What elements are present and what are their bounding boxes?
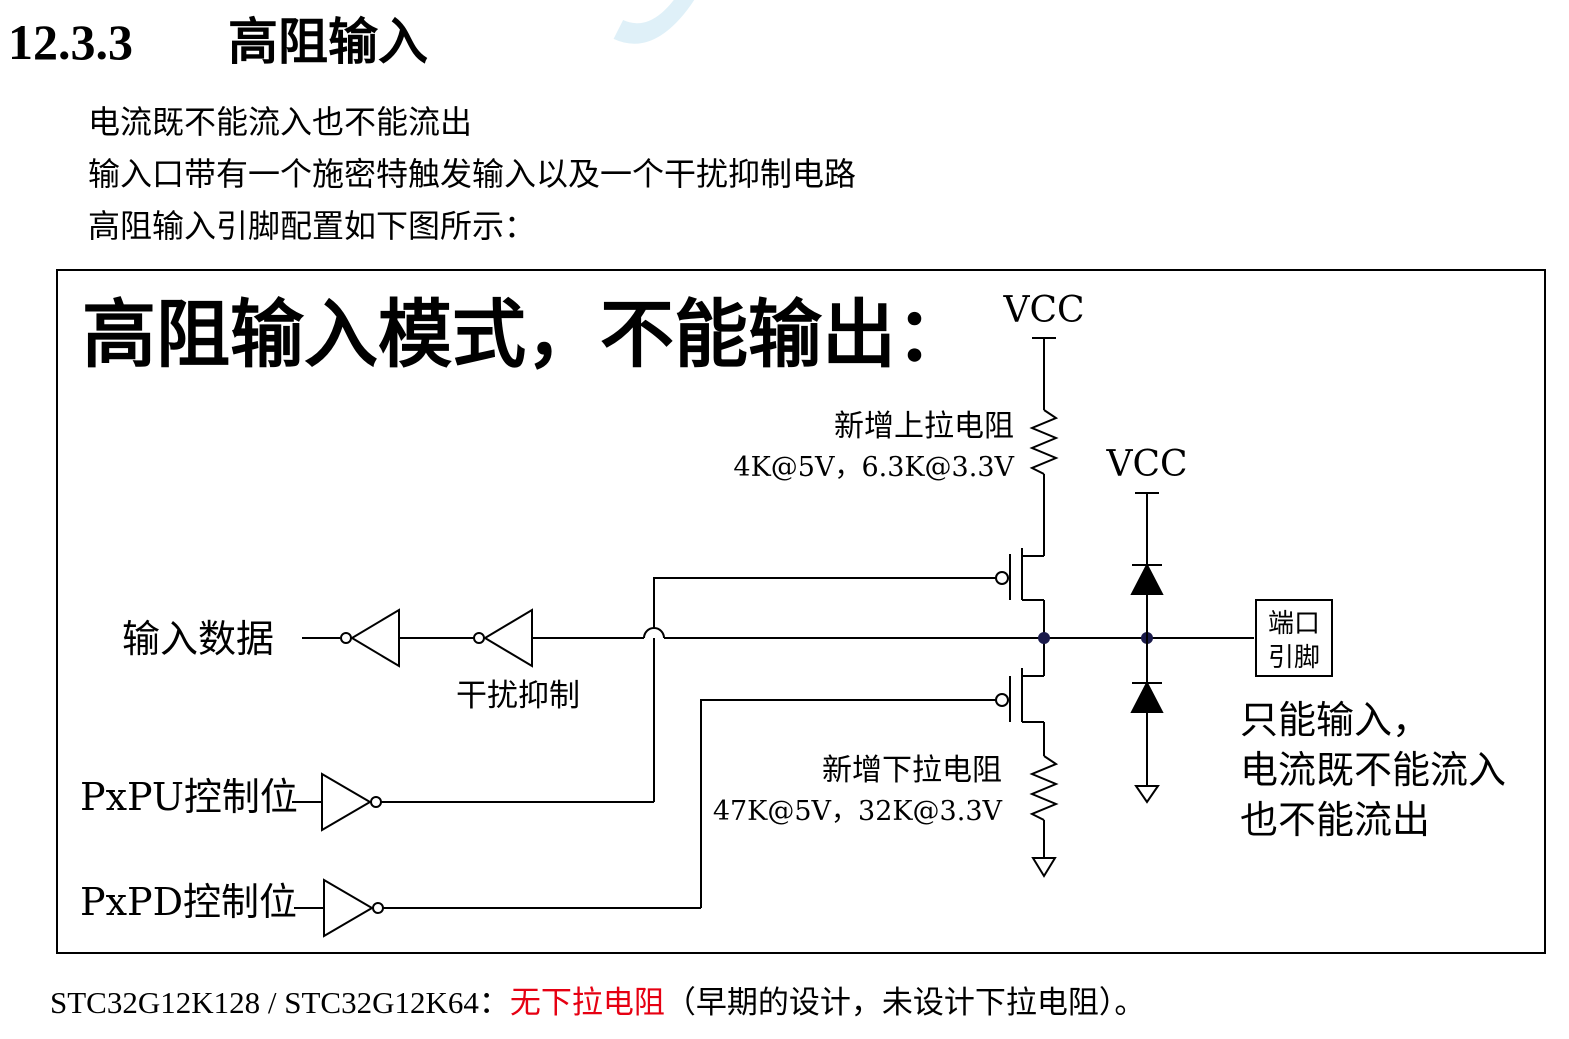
diode-lower [1130, 680, 1164, 713]
pullup-label: 新增上拉电阻 [834, 409, 1014, 444]
vcc-right-label: VCC [1105, 444, 1187, 485]
watermark: STC [470, 0, 962, 103]
pullup-resistor [1029, 409, 1059, 475]
footer-rest: （早期的设计，未设计下拉电阻）。 [664, 985, 1146, 1021]
intro-line: 输入口带有一个施密特触发输入以及一个干扰抑制电路 [88, 155, 857, 193]
section-heading: 12.3.3 高阻输入 [8, 12, 428, 72]
intro-line: 电流既不能流入也不能流出 [88, 103, 473, 141]
filter-buffer [473, 608, 533, 668]
note-line: 也不能流出 [1240, 798, 1430, 842]
pxpu-label: PxPU控制位 [80, 775, 298, 819]
pxpd-gate-wire [700, 699, 996, 908]
pxpd-inverter [323, 878, 384, 938]
port-pin-box [1255, 599, 1333, 677]
diagram-title: 高阻输入模式，不能输出： [82, 292, 970, 378]
pmos-transistor [995, 548, 1045, 638]
port-pin-line1: 端口 [1268, 609, 1320, 639]
pullup-values: 4K@5V，6.3K@3.3V [733, 452, 1014, 483]
section-number: 12.3.3 [8, 14, 133, 70]
intro-line: 高阻输入引脚配置如下图所示： [88, 207, 537, 245]
junction-dot [1038, 632, 1050, 644]
footer-highlight: 无下拉电阻 [509, 985, 665, 1021]
footer-models: STC32G12K128 / STC32G12K64： [50, 985, 510, 1020]
pxpd-label: PxPD控制位 [80, 880, 297, 924]
note-line: 电流既不能流入 [1240, 748, 1506, 792]
high-impedance-circuit-diagram: 高阻输入模式，不能输出： VCC 新增上拉电阻 4K@5V，6.3K@3.3V [56, 269, 1546, 954]
schmitt-trigger-buffer [340, 608, 400, 668]
filter-label: 干扰抑制 [456, 678, 580, 714]
ground-symbol [1134, 785, 1160, 804]
pulldown-values: 47K@5V，32K@3.3V [713, 796, 1003, 827]
pulldown-label: 新增下拉电阻 [822, 753, 1002, 788]
diode-upper [1130, 562, 1164, 595]
input-data-label: 输入数据 [122, 617, 274, 661]
pxpu-gate-wire [653, 577, 996, 628]
vcc-top-label: VCC [1002, 290, 1084, 331]
section-title: 高阻输入 [228, 12, 428, 71]
ground-symbol [1031, 857, 1057, 878]
diagram-frame [56, 269, 1546, 954]
nmos-transistor [995, 638, 1045, 723]
pulldown-resistor [1029, 755, 1059, 821]
intro-text: 电流既不能流入也不能流出 输入口带有一个施密特触发输入以及一个干扰抑制电路 高阻… [88, 96, 856, 252]
pxpu-inverter [321, 772, 382, 832]
footer-note: STC32G12K128 / STC32G12K64：无下拉电阻（早期的设计，未… [50, 982, 1145, 1024]
wire-crossover [643, 627, 665, 639]
port-pin-line2: 引脚 [1268, 643, 1320, 673]
note-line: 只能输入， [1240, 698, 1430, 742]
